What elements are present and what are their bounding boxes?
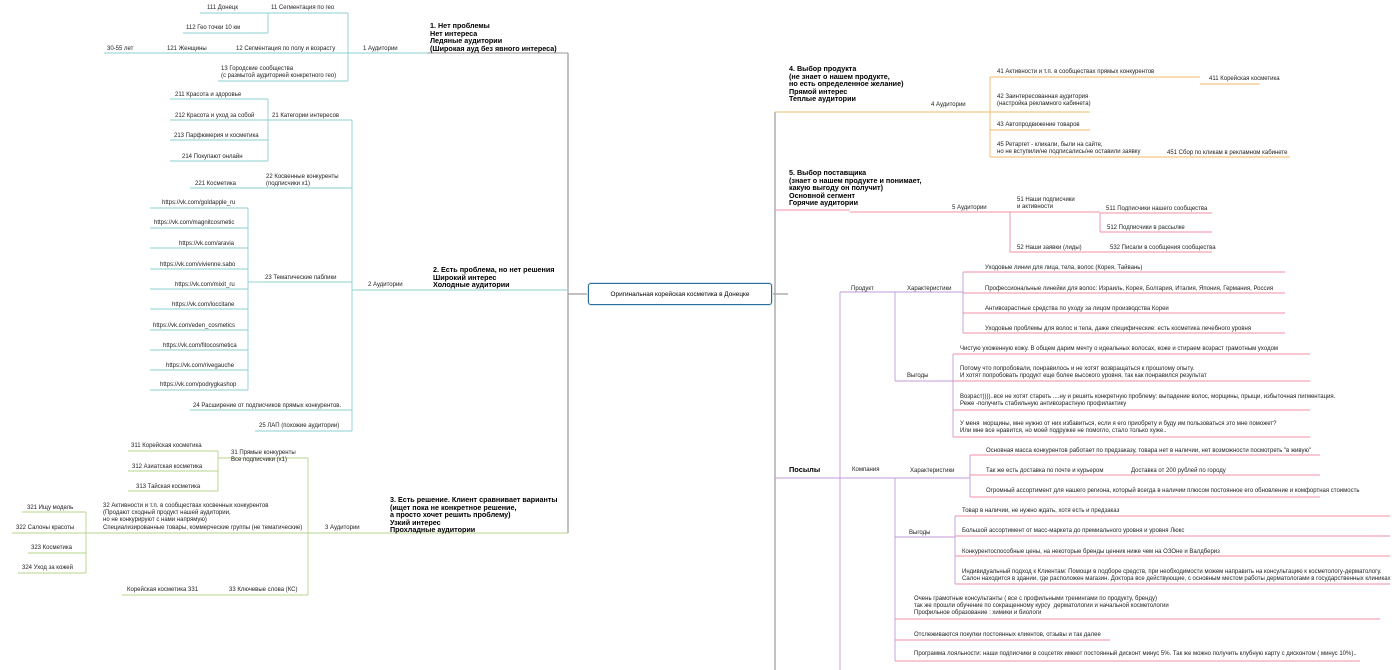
node-214-15[interactable]: 214 Покупают онлайн	[182, 154, 243, 160]
node-41-46[interactable]: 41 Активности и т.п. в сообществах прямы…	[997, 69, 1155, 75]
node-13-8[interactable]: 13 Городские сообщества (с размытой ауди…	[221, 66, 337, 80]
node-312-35[interactable]: 312 Азиатская косметика	[132, 464, 203, 470]
node-60[interactable]: Продукт	[851, 286, 874, 292]
node-324-41[interactable]: 324 Уход за кожей	[22, 565, 73, 571]
node-213-14[interactable]: 213 Парфюмерия и косметика	[174, 133, 259, 139]
node-532-58[interactable]: 532 Писали в сообщения сообщества	[1110, 245, 1216, 251]
node-45-50[interactable]: 45 Ретаргет - кликали, были на сайте, но…	[997, 142, 1141, 156]
node-52-57[interactable]: 52 Наши заявки (лиды)	[1017, 245, 1082, 251]
node-31-33[interactable]: 31 Прямые конкуренты Все подписчики (х1)	[231, 450, 296, 464]
node-71[interactable]: Компания	[852, 467, 880, 473]
node-2-10[interactable]: 2 Аудитории	[368, 282, 403, 288]
node-211-12[interactable]: 211 Красота и здоровье	[175, 92, 242, 98]
node-73[interactable]: Основная масса конкурентов работает по п…	[986, 448, 1312, 454]
node-51-54[interactable]: 51 Наши подписчики и активности	[1017, 197, 1075, 211]
node-80[interactable]: Конкурентоспособные цены, на некоторые б…	[962, 549, 1220, 555]
root-node-label: Оригинальная корейская косметика в Донец…	[610, 290, 750, 298]
node-64[interactable]: Антивозрастные средства по уходу за лицо…	[985, 306, 1169, 312]
node-30-7[interactable]: 30-55 лет	[107, 46, 134, 52]
node-84[interactable]: Программа лояльности: наши подписчики в …	[914, 651, 1357, 657]
node-1-1[interactable]: 1 Аудитории	[363, 46, 398, 52]
node-112-4[interactable]: 112 Гео точки 10 км	[186, 25, 241, 31]
node-212-13[interactable]: 212 Красота и уход за собой	[175, 113, 255, 119]
node-79[interactable]: Большой ассортимент от масс-маркета до п…	[962, 528, 1185, 534]
node-61[interactable]: Характеристики	[907, 286, 952, 292]
node-512-56[interactable]: 512 Подписчики в рассылке	[1107, 225, 1185, 231]
node-451-51[interactable]: 451 Сбор по кликам в рекламном кабинете	[1167, 150, 1288, 156]
node-19[interactable]: https://vk.com/goldapple_ru	[162, 200, 236, 206]
node-313-36[interactable]: 313 Тайская косметика	[136, 484, 201, 490]
node-511-55[interactable]: 511 Подписчики нашего сообщества	[1106, 206, 1208, 212]
node-323-40[interactable]: 323 Косметика	[31, 545, 72, 551]
node-83[interactable]: Отслеживаются покупки постоянных клиенто…	[914, 632, 1101, 638]
node-221-17[interactable]: 221 Косметика	[195, 181, 236, 187]
node-21[interactable]: https://vk.com/aravia	[179, 241, 235, 247]
node-311-34[interactable]: 311 Корейская косметика	[131, 443, 202, 449]
node-12-5[interactable]: 12 Сегментация по полу и возрасту	[236, 46, 336, 52]
node-26[interactable]: https://vk.com/fitocosmetica	[163, 343, 237, 349]
node-81[interactable]: Индивидуальный подход к Клиентам: Помощи…	[962, 569, 1391, 583]
node-28[interactable]: https://vk.com/podrygkashop	[160, 382, 237, 388]
node-21-11[interactable]: 21 Категории интересов	[272, 113, 340, 119]
node-66[interactable]: Выгоды	[907, 373, 929, 379]
node-67[interactable]: Чистую ухоженную кожу. В общем дарим меч…	[960, 346, 1279, 352]
node-3-31[interactable]: 3. Есть решение. Клиент сравнивает вариа…	[390, 495, 558, 535]
node-75[interactable]: Доставка от 200 рублей по городу	[1131, 468, 1226, 474]
node-1-0[interactable]: 1. Нет проблемы Нет интереса Ледяные ауд…	[430, 21, 557, 53]
node-22-16[interactable]: 22 Косвенные конкуренты (подписчики х1)	[266, 174, 339, 188]
node-24[interactable]: https://vk.com/loccitane	[172, 302, 235, 308]
node-111-3[interactable]: 111 Донецк	[207, 5, 238, 11]
node-411-47[interactable]: 411 Корейская косметика	[1209, 76, 1280, 82]
node-4-45[interactable]: 4 Аудитории	[931, 102, 966, 108]
node-68[interactable]: Потому что попробовали, понравилось и не…	[960, 366, 1207, 380]
node-11-2[interactable]: 11 Сегментация по гео	[271, 5, 335, 11]
node-78[interactable]: Товар в наличии, не нужно ждать, хотя ес…	[962, 508, 1120, 514]
node-69[interactable]: Возраст))))..все не хотят стареть ....ну…	[960, 394, 1336, 408]
node-62[interactable]: Уходовые линии для лица, тела, волос (Ко…	[985, 265, 1143, 271]
node-2-9[interactable]: 2. Есть проблема, но нет решения Широкий…	[433, 265, 555, 290]
node-25[interactable]: https://vk.com/eden_cosmetics	[153, 323, 236, 329]
node-27[interactable]: https://vk.com/rivegauche	[166, 363, 235, 369]
node-74[interactable]: Так же есть доставка по почте и курьером	[986, 468, 1104, 474]
node-43[interactable]: Корейская косметика 331	[127, 587, 199, 593]
node-5-53[interactable]: 5 Аудитории	[952, 205, 987, 211]
node-322-39[interactable]: 322 Салоны красоты	[16, 525, 75, 531]
node-63[interactable]: Профессиональные линейки для волос: Изра…	[985, 286, 1274, 292]
node-5-52[interactable]: 5. Выбор поставщика (знает о нашем проду…	[789, 168, 922, 208]
node-32-37[interactable]: 32 Активности и т.п. в сообществах косве…	[103, 503, 303, 531]
node-65[interactable]: Уходовые проблемы для волос и тела, даже…	[985, 326, 1252, 332]
node-3-32[interactable]: 3 Аудитории	[325, 525, 360, 531]
node-72[interactable]: Характеристики	[910, 468, 955, 474]
node-77[interactable]: Выгоды	[909, 530, 931, 536]
node-59[interactable]: Посылы	[789, 465, 821, 474]
node-24-29[interactable]: 24 Расширение от подписчиков прямых конк…	[193, 403, 342, 409]
node-76[interactable]: Огромный ассортимент для нашего региона,…	[986, 488, 1360, 494]
node-20[interactable]: https://vk.com/magnitcosmetic	[154, 220, 235, 226]
root-node[interactable]: Оригинальная корейская косметика в Донец…	[588, 283, 772, 305]
node-4-44[interactable]: 4. Выбор продукта (не знает о нашем прод…	[789, 64, 904, 104]
node-121-6[interactable]: 121 Женщины	[167, 46, 207, 52]
node-22[interactable]: https://vk.com/vivienne.sabo	[160, 262, 236, 268]
node-33-42[interactable]: 33 Ключевые слова (КС)	[229, 587, 298, 593]
node-70[interactable]: У меня морщины, мне нужно от них избавит…	[960, 421, 1277, 435]
node-25-30[interactable]: 25 ЛАП (похожие аудитории)	[259, 423, 340, 429]
node-23[interactable]: https://vk.com/mixit_ru	[175, 282, 235, 288]
node-82[interactable]: Очень грамотные консультанты ( все с про…	[914, 596, 1169, 617]
node-23-18[interactable]: 23 Тематические паблики	[265, 275, 337, 281]
node-43-49[interactable]: 43 Автопродвижение товаров	[997, 122, 1080, 128]
node-321-38[interactable]: 321 Ищу модель	[27, 505, 74, 511]
node-42-48[interactable]: 42 Заинтересованная аудитория (настройка…	[997, 94, 1091, 108]
